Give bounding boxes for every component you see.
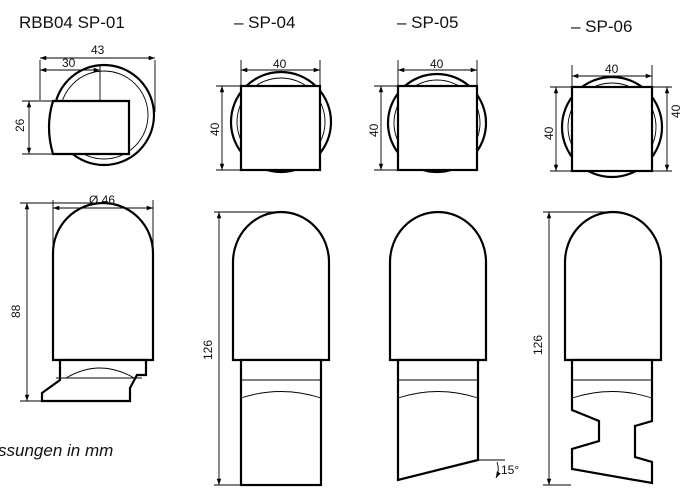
title-sp05: – SP-05 (397, 13, 458, 32)
dim-sp04-width: 40 (273, 57, 287, 71)
dim-sp04-height: 126 (201, 340, 215, 360)
dim-sp01-height-top: 26 (13, 118, 27, 132)
dim-sp06-height-left: 40 (542, 126, 556, 140)
sp04-top-view (216, 60, 333, 174)
dim-sp01-height: 88 (9, 304, 23, 318)
dim-sp04-height-top: 40 (208, 122, 222, 136)
title-sp01: RBB04 SP-01 (19, 13, 125, 32)
dim-sp06-height-right: 40 (669, 104, 682, 118)
title-sp06: – SP-06 (571, 17, 632, 36)
units-note: ssungen in mm (0, 441, 113, 460)
dim-sp06-height: 126 (531, 335, 545, 355)
sp04-side-view (214, 210, 331, 487)
sp01-top-view (22, 55, 156, 167)
title-sp04: – SP-04 (234, 13, 295, 32)
dim-sp01-width-inner: 30 (62, 56, 76, 70)
sp01-side-view (20, 200, 155, 403)
sp05-top-view (374, 60, 488, 174)
sp05-side-view (388, 210, 505, 482)
dim-sp05-height-top: 40 (367, 123, 381, 137)
dim-sp06-width: 40 (605, 62, 619, 76)
sp06-top-view (550, 65, 672, 179)
dim-sp05-width: 40 (430, 57, 444, 71)
dim-sp01-width-outer: 43 (91, 43, 105, 57)
dim-sp01-diameter: Ø 46 (89, 193, 115, 207)
sp06-side-view (543, 210, 663, 486)
dim-sp05-angle: 15° (501, 463, 519, 477)
